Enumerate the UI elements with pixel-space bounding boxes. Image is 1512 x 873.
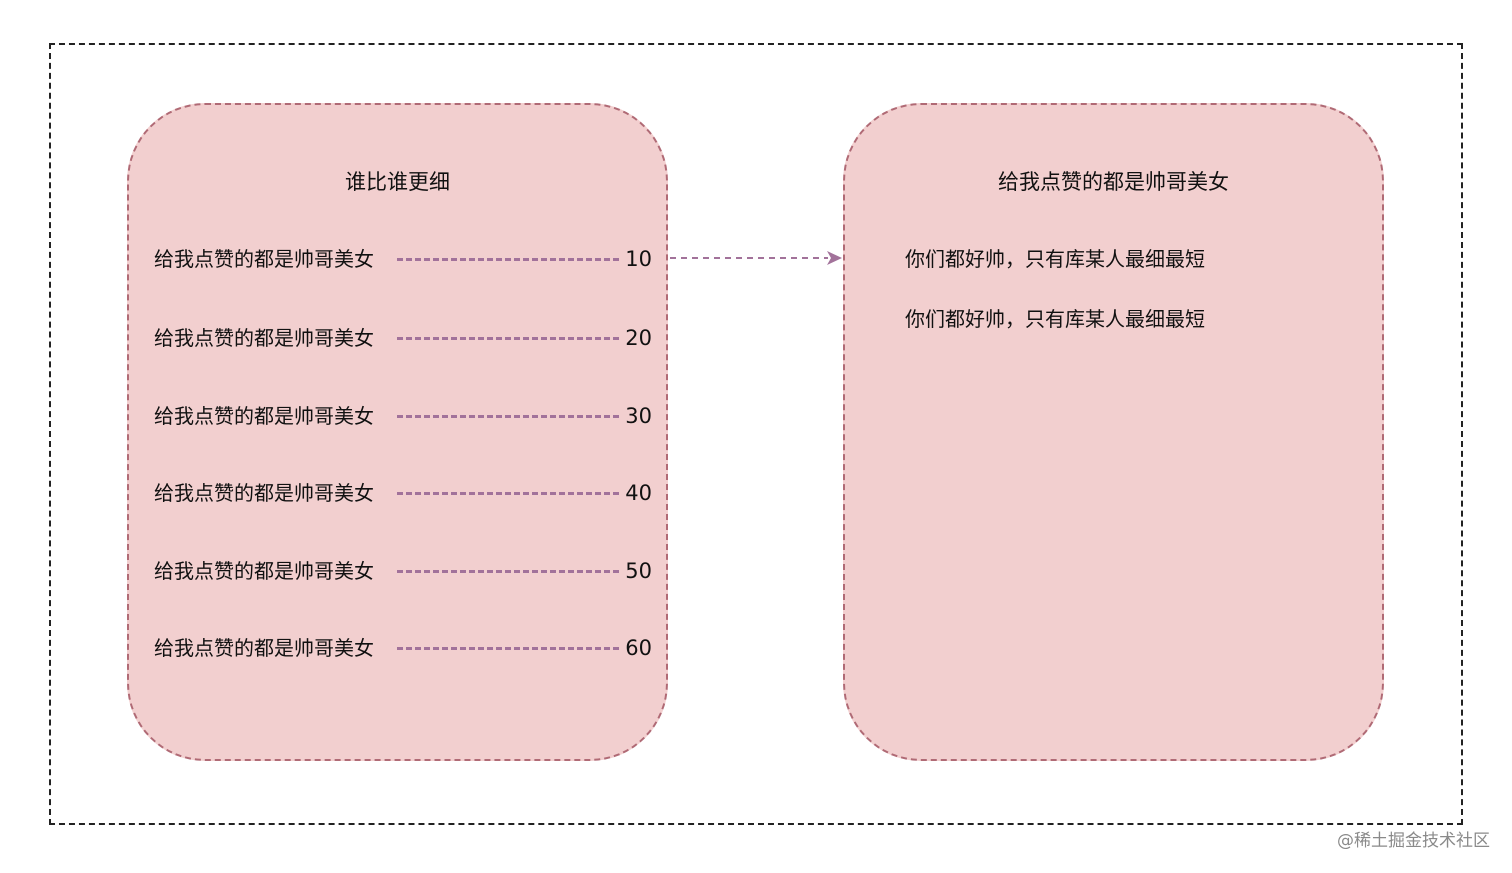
right-box-title: 给我点赞的都是帅哥美女 (998, 170, 1229, 194)
row-label: 给我点赞的都是帅哥美女 (154, 636, 374, 660)
arrow-connector (670, 251, 842, 265)
dashed-connector (397, 337, 619, 340)
right-box-line: 你们都好帅，只有库某人最细最短 (905, 247, 1205, 271)
list-item: 给我点赞的都是帅哥美女 60 (129, 633, 670, 663)
row-value: 10 (625, 247, 652, 271)
row-label: 给我点赞的都是帅哥美女 (154, 481, 374, 505)
dashed-connector (397, 570, 619, 573)
arrow-head-icon (827, 251, 842, 265)
row-value: 50 (625, 559, 652, 583)
list-item: 给我点赞的都是帅哥美女 40 (129, 478, 670, 508)
dashed-connector (397, 415, 619, 418)
right-box: 给我点赞的都是帅哥美女 你们都好帅，只有库某人最细最短 你们都好帅，只有库某人最… (843, 103, 1384, 761)
list-item: 给我点赞的都是帅哥美女 10 (129, 244, 670, 274)
dashed-connector (397, 492, 619, 495)
row-label: 给我点赞的都是帅哥美女 (154, 326, 374, 350)
row-label: 给我点赞的都是帅哥美女 (154, 559, 374, 583)
dashed-connector (397, 647, 619, 650)
row-label: 给我点赞的都是帅哥美女 (154, 247, 374, 271)
outer-frame (49, 43, 1463, 825)
list-item: 给我点赞的都是帅哥美女 50 (129, 556, 670, 586)
row-label: 给我点赞的都是帅哥美女 (154, 404, 374, 428)
watermark: @稀土掘金技术社区 (1337, 831, 1490, 851)
row-value: 40 (625, 481, 652, 505)
row-value: 30 (625, 404, 652, 428)
list-item: 给我点赞的都是帅哥美女 30 (129, 401, 670, 431)
list-item: 给我点赞的都是帅哥美女 20 (129, 323, 670, 353)
left-box-title: 谁比谁更细 (345, 170, 450, 194)
row-value: 60 (625, 636, 652, 660)
row-value: 20 (625, 326, 652, 350)
left-box: 谁比谁更细 给我点赞的都是帅哥美女 10 给我点赞的都是帅哥美女 20 给我点赞… (127, 103, 668, 761)
right-box-line: 你们都好帅，只有库某人最细最短 (905, 307, 1205, 331)
dashed-connector (397, 258, 619, 261)
